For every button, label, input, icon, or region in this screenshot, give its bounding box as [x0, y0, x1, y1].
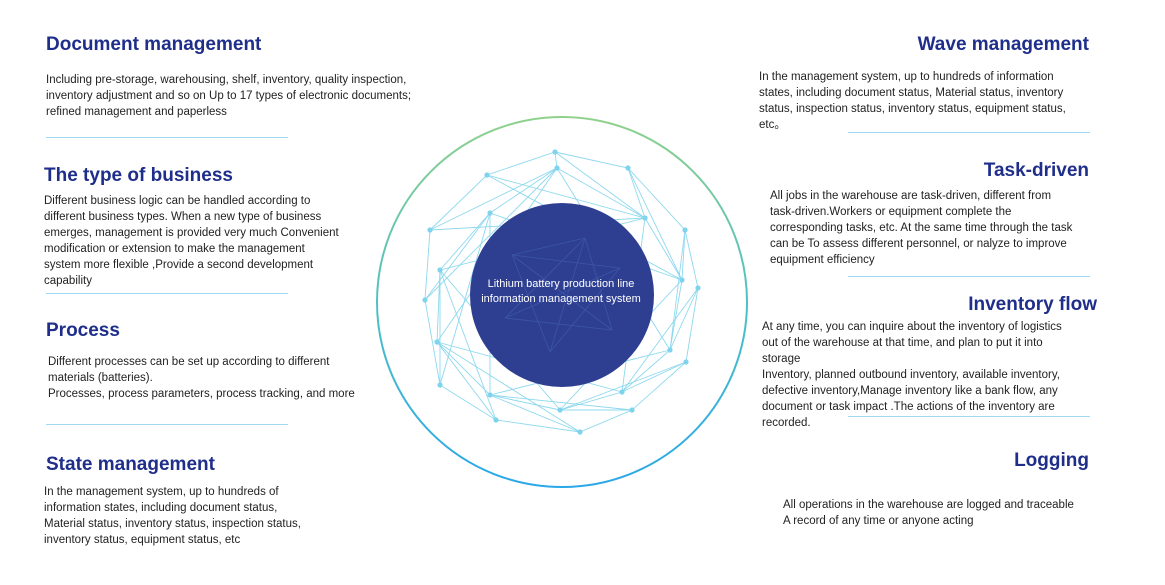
network-node — [679, 277, 685, 283]
network-node — [427, 227, 433, 233]
network-node — [557, 407, 563, 413]
inventory-flow-title-block: Inventory flow — [968, 294, 1097, 316]
network-node — [484, 172, 490, 178]
network-node — [642, 215, 648, 221]
network-nodes — [422, 149, 701, 435]
network-node — [487, 210, 493, 216]
state-management-title: State management — [46, 454, 215, 475]
network-node — [695, 285, 701, 291]
network-node — [625, 165, 631, 171]
divider — [46, 137, 288, 138]
network-node — [437, 382, 443, 388]
network-node — [437, 267, 443, 273]
task-driven-text: All jobs in the warehouse are task-drive… — [770, 190, 1073, 266]
task-driven-title-block: Task-driven — [984, 160, 1089, 182]
outer-ring — [376, 116, 748, 488]
logging-block: All operations in the warehouse are logg… — [783, 497, 1074, 529]
network-node — [682, 227, 688, 233]
wave-management-title-block: Wave management — [918, 34, 1089, 56]
doc-management-block: Document management Including pre-storag… — [46, 34, 411, 120]
divider — [46, 424, 288, 425]
network-node — [493, 417, 499, 423]
process-block: Process Different processes can be set u… — [46, 320, 355, 402]
divider — [848, 132, 1090, 133]
state-management-text: In the management system, up to hundreds… — [44, 486, 301, 546]
network-node — [577, 429, 583, 435]
divider — [848, 276, 1090, 277]
wave-management-title: Wave management — [917, 34, 1089, 55]
business-type-block: The type of business Different business … — [44, 165, 339, 289]
doc-management-title: Document management — [46, 34, 262, 55]
divider — [848, 416, 1090, 417]
network-node — [434, 339, 440, 345]
network-node — [554, 165, 560, 171]
inventory-flow-title: Inventory flow — [968, 294, 1097, 315]
center-label-line1: Lithium battery production line — [487, 278, 635, 290]
business-type-text: Different business logic can be handled … — [44, 195, 339, 287]
task-driven-block: All jobs in the warehouse are task-drive… — [770, 188, 1072, 268]
logging-title: Logging — [1014, 450, 1089, 471]
network-node — [667, 347, 673, 353]
wave-management-block: In the management system, up to hundreds… — [759, 69, 1066, 133]
core-circle — [470, 203, 654, 387]
network-node — [619, 389, 625, 395]
divider — [46, 293, 288, 294]
process-title: Process — [46, 320, 120, 341]
task-driven-title: Task-driven — [983, 160, 1089, 181]
wave-management-text: In the management system, up to hundreds… — [759, 71, 1066, 131]
logging-text: All operations in the warehouse are logg… — [783, 499, 1074, 527]
business-type-title: The type of business — [44, 165, 233, 186]
center-label-line2: information management system — [481, 293, 641, 305]
network-node — [552, 149, 558, 155]
network-node — [629, 407, 635, 413]
network-node — [422, 297, 428, 303]
center-label: Lithium battery production line informat… — [466, 277, 656, 307]
network-node — [487, 392, 493, 398]
state-management-block: State management In the management syste… — [44, 454, 301, 548]
network-node — [683, 359, 689, 365]
doc-management-text: Including pre-storage, warehousing, shel… — [46, 74, 412, 118]
process-text: Different processes can be set up accord… — [48, 356, 355, 400]
logging-title-block: Logging — [1014, 450, 1089, 472]
inventory-flow-block: At any time, you can inquire about the i… — [762, 319, 1062, 431]
inventory-flow-text: At any time, you can inquire about the i… — [762, 321, 1062, 429]
